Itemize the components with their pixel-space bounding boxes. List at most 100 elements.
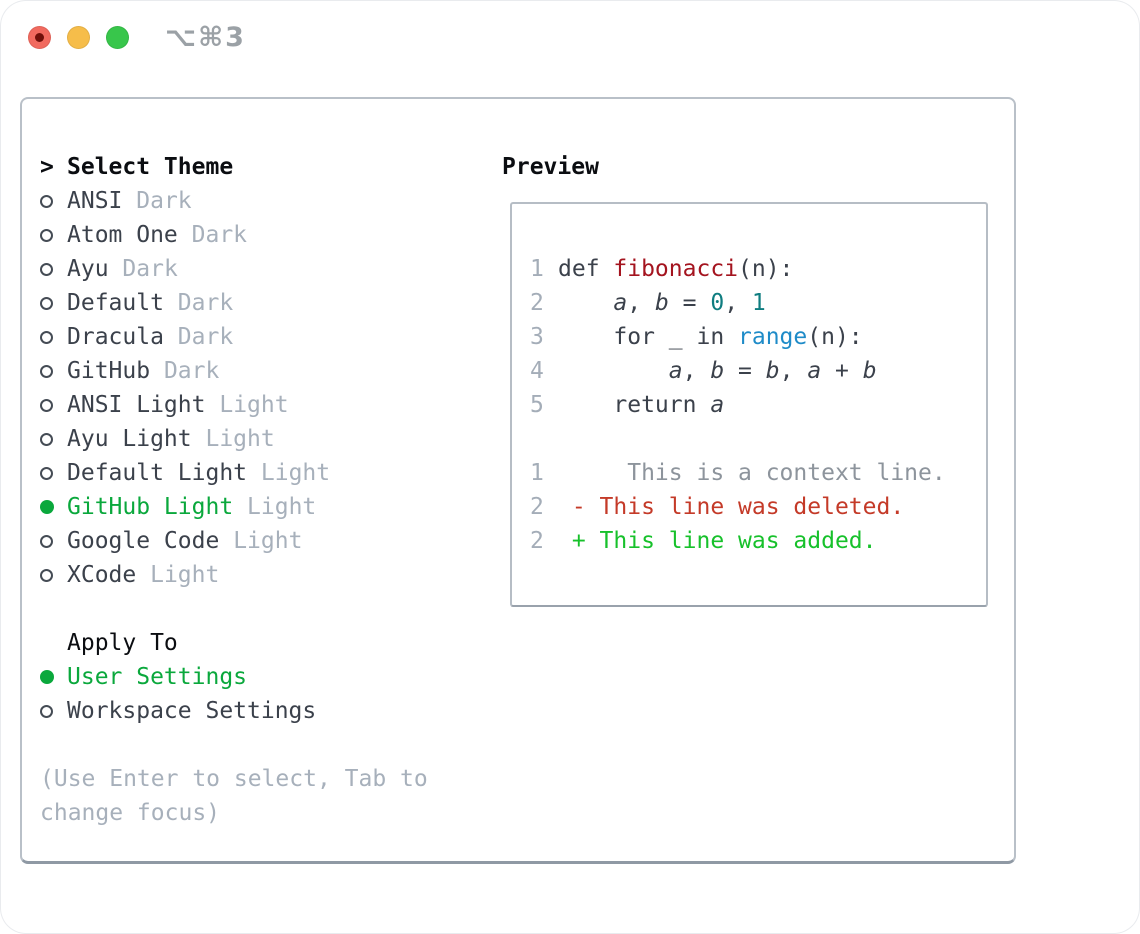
diff-line: 1 This is a context line.: [530, 456, 986, 490]
apply-option-user-settings[interactable]: User Settings: [40, 660, 502, 694]
theme-variant-tag: Dark: [136, 188, 192, 214]
code-segment-builtin: range: [738, 324, 808, 350]
code-line: 3 for _ in range(n):: [530, 320, 986, 354]
theme-option-xcode[interactable]: XCode Light: [40, 558, 502, 592]
theme-option-ayu[interactable]: Ayu Dark: [40, 252, 502, 286]
diff-sample-block: 1 This is a context line. 2 - This line w…: [530, 456, 986, 558]
apply-option-label: User Settings: [67, 664, 248, 690]
code-segment-var: a: [668, 358, 683, 384]
code-segment-plain: ,: [779, 358, 808, 384]
theme-option-ayu-light[interactable]: Ayu Light Light: [40, 422, 502, 456]
code-segment-plain: =: [724, 358, 766, 384]
code-segment-plain: for _ in: [558, 324, 739, 350]
theme-variant-tag: Dark: [177, 290, 234, 316]
code-segment-plain: ,: [682, 358, 711, 384]
gap: [164, 290, 178, 316]
preview-title: Preview: [502, 154, 599, 180]
title-bar: ⌥⌘3: [28, 22, 246, 53]
theme-name: Google Code: [67, 528, 220, 554]
theme-name: Ayu: [67, 256, 109, 282]
theme-variant-tag: Light: [233, 528, 303, 554]
zoom-button[interactable]: [106, 26, 129, 49]
theme-option-github-light[interactable]: GitHub Light Light: [40, 490, 502, 524]
diff-line: 2 + This line was added.: [530, 524, 986, 558]
theme-option-atom-one[interactable]: Atom One Dark: [40, 218, 502, 252]
theme-option-ansi-light[interactable]: ANSI Light Light: [40, 388, 502, 422]
code-segment-plain: [558, 358, 669, 384]
theme-name: XCode: [67, 562, 137, 588]
gap: [109, 256, 123, 282]
theme-option-default[interactable]: Default Dark: [40, 286, 502, 320]
gap: [164, 324, 178, 350]
code-segment-plain: (n):: [807, 324, 863, 350]
code-segment-plain: return: [558, 392, 711, 418]
code-line: 5 return a: [530, 388, 986, 422]
line-number: 2: [530, 494, 544, 520]
theme-option-ansi[interactable]: ANSI Dark: [40, 184, 502, 218]
code-segment-var: b: [654, 290, 669, 316]
radio-icon: [40, 194, 53, 208]
theme-variant-tag: Light: [205, 426, 275, 452]
code-segment-deleted: - This line was deleted.: [558, 494, 905, 520]
line-number: 4: [530, 358, 544, 384]
theme-option-github[interactable]: GitHub Dark: [40, 354, 502, 388]
gap: [205, 392, 219, 418]
spacer: [40, 592, 502, 626]
keyboard-hint: (Use Enter to select, Tab to change focu…: [40, 766, 428, 826]
gap: [122, 188, 136, 214]
window-title-shortcut: ⌥⌘3: [165, 22, 246, 53]
theme-option-dracula[interactable]: Dracula Dark: [40, 320, 502, 354]
radio-icon: [40, 296, 53, 310]
theme-name: GitHub Light: [67, 494, 234, 520]
minimize-button[interactable]: [67, 26, 90, 49]
radio-icon: [40, 432, 53, 446]
line-number: 2: [530, 290, 544, 316]
code-segment-var: a: [807, 358, 822, 384]
code-segment-plain: (n):: [738, 256, 794, 282]
line-number: 1: [530, 256, 544, 282]
code-segment-plain: [558, 290, 613, 316]
code-segment-plain: =: [668, 290, 711, 316]
radio-icon: [40, 568, 53, 582]
line-number: 3: [530, 324, 544, 350]
theme-variant-tag: Light: [247, 494, 317, 520]
code-segment-var: a: [613, 290, 628, 316]
theme-name: Dracula: [67, 324, 164, 350]
theme-name: Default: [67, 290, 164, 316]
code-segment-var: b: [862, 358, 877, 384]
theme-variant-tag: Light: [150, 562, 220, 588]
code-segment-num: 0: [710, 290, 725, 316]
radio-icon: [40, 330, 53, 344]
radio-icon: [40, 704, 53, 718]
gap: [219, 528, 233, 554]
radio-icon: [40, 398, 53, 412]
radio-icon: [40, 228, 53, 242]
code-segment-context: This is a context line.: [558, 460, 946, 486]
selection-caret: >: [40, 154, 54, 180]
code-segment-num: 1: [751, 290, 766, 316]
code-segment-plain: ,: [627, 290, 655, 316]
code-segment-plain: def: [558, 256, 614, 282]
theme-name: Ayu Light: [67, 426, 192, 452]
code-segment-added: + This line was added.: [558, 528, 877, 554]
line-number: 2: [530, 528, 544, 554]
gap: [233, 494, 247, 520]
line-number: 1: [530, 460, 544, 486]
gap: [192, 426, 206, 452]
code-line: 2 a, b = 0, 1: [530, 286, 986, 320]
radio-selected-icon: [40, 670, 54, 684]
theme-option-default-light[interactable]: Default Light Light: [40, 456, 502, 490]
apply-option-workspace-settings[interactable]: Workspace Settings: [40, 694, 502, 728]
close-button[interactable]: [28, 26, 51, 49]
theme-variant-tag: Dark: [163, 358, 220, 384]
select-theme-title: Select Theme: [67, 154, 234, 180]
theme-name: ANSI: [67, 188, 123, 214]
theme-option-google-code[interactable]: Google Code Light: [40, 524, 502, 558]
theme-variant-tag: Dark: [122, 256, 178, 282]
apply-to-title: Apply To: [67, 630, 178, 656]
